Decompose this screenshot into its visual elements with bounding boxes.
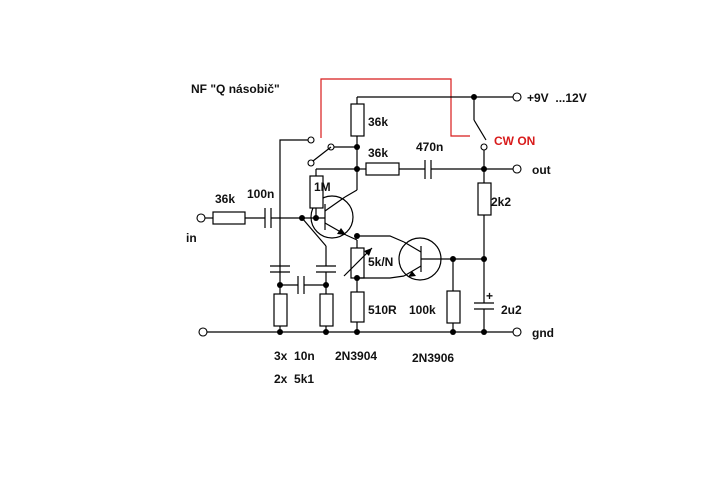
resistor-36k-in <box>212 211 246 225</box>
r-2k2-label: 2k2 <box>491 195 511 209</box>
q1-emitter-lead <box>345 234 358 241</box>
c-plus-label: + <box>486 289 493 303</box>
twin-t-right-junction <box>323 282 329 288</box>
resistor-5k1-a <box>273 293 288 327</box>
gnd-label: gnd <box>532 326 554 340</box>
resistor-5k1-b <box>319 293 334 327</box>
q2-part-label: 2N3906 <box>412 351 454 365</box>
resistor-36k-top <box>350 103 365 137</box>
r-510r-label: 510R <box>368 303 397 317</box>
supply-label: +9V ...12V <box>527 91 587 105</box>
q2-emitter-arrow <box>408 271 416 277</box>
out-terminal[interactable] <box>512 164 522 174</box>
pot-arrow-head <box>364 248 372 256</box>
switch-lever[interactable] <box>473 119 487 141</box>
gnd-terminal[interactable] <box>512 327 522 337</box>
c-2u2-label: 2u2 <box>501 303 522 317</box>
in-label: in <box>186 231 197 245</box>
gnd-junction-1 <box>277 329 283 335</box>
resistor-100k <box>446 290 461 324</box>
switch-left-contact-b <box>307 136 315 144</box>
switch-red-wire <box>320 78 470 138</box>
q2-emitter-leg <box>403 265 422 277</box>
gnd-junction-5 <box>481 329 487 335</box>
q1-collector-lead <box>344 189 358 198</box>
c-out-label: 470n <box>416 140 443 154</box>
twin-t-left-junction <box>277 282 283 288</box>
q1-part-label: 2N3904 <box>335 349 377 363</box>
q2-collector-leg <box>403 241 422 253</box>
parts-note-caps: 3x 10n <box>274 349 315 363</box>
parts-note-resistors: 2x 5k1 <box>274 372 314 386</box>
q1-collector-leg <box>324 196 346 212</box>
r-mid-label: 36k <box>368 146 388 160</box>
c-in-label: 100n <box>247 187 274 201</box>
gnd-left-terminal[interactable] <box>198 327 208 337</box>
switch-contact <box>480 143 488 151</box>
r-in-label: 36k <box>215 192 235 206</box>
r-top-label: 36k <box>368 115 388 129</box>
resistor-2k2 <box>477 182 492 216</box>
q2-collector-lead <box>357 235 405 243</box>
q2-emitter-lead <box>357 275 405 279</box>
switch-left-lever[interactable] <box>312 146 332 162</box>
r-1m-label: 1M <box>314 180 331 194</box>
switch-left-contact-c <box>307 159 315 167</box>
r-100k-label: 100k <box>409 303 436 317</box>
gnd-junction-2 <box>323 329 329 335</box>
gnd-junction-3 <box>354 329 360 335</box>
switch-on-label: CW ON <box>494 134 535 148</box>
pot-label: 5k/N <box>368 255 393 269</box>
in-terminal[interactable] <box>196 213 206 223</box>
schematic-title: NF "Q násobič" <box>191 82 280 96</box>
q1-emitter-arrow <box>337 228 346 235</box>
gnd-junction-4 <box>450 329 456 335</box>
out-label: out <box>532 163 551 177</box>
switch-left-feed <box>279 139 308 285</box>
supply-terminal[interactable] <box>512 92 522 102</box>
resistor-510r <box>350 291 365 323</box>
resistor-36k-mid <box>365 162 400 176</box>
twin-t-diagonal <box>301 217 327 247</box>
